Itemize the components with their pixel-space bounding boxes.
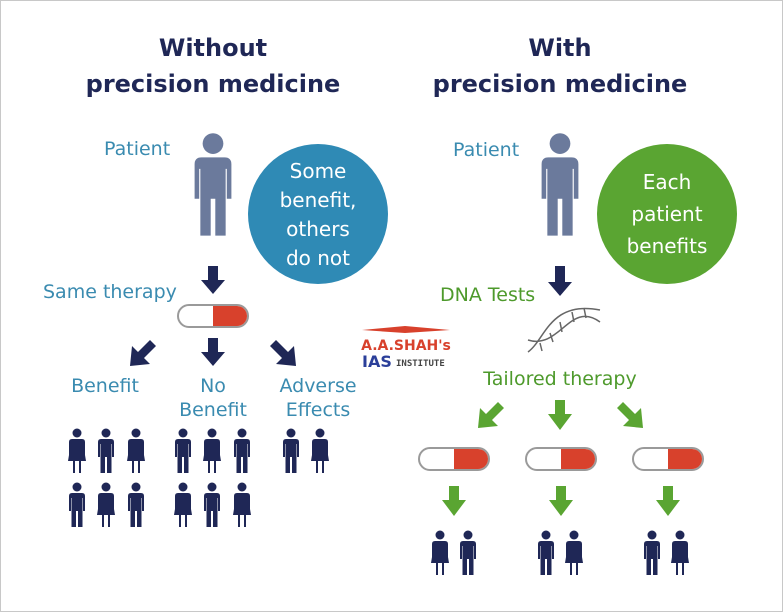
arrow-down-icon — [201, 338, 225, 366]
right-people-groups — [431, 530, 689, 575]
man-icon — [175, 428, 191, 473]
left-circle-line: do not — [286, 246, 350, 270]
man-icon — [644, 530, 660, 575]
right-outcome-circle — [597, 144, 737, 284]
left-outcome-circle — [248, 144, 388, 284]
left-circle-line: Some — [290, 159, 347, 183]
outcome-adverse-label: Effects — [286, 399, 351, 421]
outcome-benefit-label: Benefit — [71, 375, 139, 397]
arrow-down-icon — [201, 266, 225, 294]
logo-roof-icon — [362, 326, 450, 333]
left-patient-icon — [194, 133, 232, 236]
right-patient-icon — [541, 133, 579, 236]
same-therapy-label: Same therapy — [43, 281, 177, 303]
woman-icon — [68, 428, 86, 473]
man-icon — [128, 482, 144, 527]
dna-tests-label: DNA Tests — [440, 284, 535, 306]
left-circle-line: benefit, — [280, 188, 357, 212]
arrow-down-left-icon — [478, 402, 504, 428]
man-icon — [234, 428, 250, 473]
right-circle-line: patient — [631, 202, 702, 226]
right-circle-line: Each — [643, 170, 692, 194]
woman-icon — [233, 482, 251, 527]
pill-icon — [525, 447, 597, 471]
left-people-groups — [68, 428, 329, 527]
man-icon — [98, 428, 114, 473]
arrow-down-left-icon — [130, 340, 156, 366]
outcome-no-benefit-label: Benefit — [179, 399, 247, 421]
logo-institute: INSTITUTE — [396, 359, 445, 369]
woman-icon — [97, 482, 115, 527]
man-icon — [460, 530, 476, 575]
woman-icon — [431, 530, 449, 575]
woman-icon — [174, 482, 192, 527]
right-circle-line: benefits — [627, 234, 708, 258]
pill-icon — [418, 447, 490, 471]
right-title-line1: With — [528, 34, 591, 62]
dna-helix-icon — [527, 307, 601, 353]
logo-line1: A.A.SHAH's — [361, 338, 451, 354]
pill-icon — [177, 304, 249, 328]
man-icon — [69, 482, 85, 527]
woman-icon — [127, 428, 145, 473]
arrow-down-icon — [549, 486, 573, 516]
man-icon — [283, 428, 299, 473]
institute-logo: A.A.SHAH's IAS INSTITUTE — [361, 326, 451, 371]
man-icon — [538, 530, 554, 575]
woman-icon — [311, 428, 329, 473]
outcome-adverse-label: Adverse — [279, 375, 356, 397]
right-patient-label: Patient — [453, 139, 519, 161]
arrow-down-right-icon — [270, 340, 296, 366]
outcome-no-benefit-label: No — [200, 375, 226, 397]
right-title-line2: precision medicine — [433, 70, 688, 98]
left-patient-label: Patient — [104, 138, 170, 160]
arrow-down-right-icon — [617, 402, 643, 428]
man-icon — [204, 482, 220, 527]
arrow-down-icon — [548, 400, 572, 430]
arrow-down-icon — [442, 486, 466, 516]
woman-icon — [203, 428, 221, 473]
left-title-line1: Without — [159, 34, 267, 62]
left-title-line2: precision medicine — [86, 70, 341, 98]
arrow-down-icon — [548, 266, 572, 296]
arrow-down-icon — [656, 486, 680, 516]
woman-icon — [565, 530, 583, 575]
tailored-therapy-label: Tailored therapy — [482, 368, 636, 390]
left-circle-line: others — [286, 217, 350, 241]
pill-icon — [632, 447, 704, 471]
woman-icon — [671, 530, 689, 575]
logo-ias: IAS — [362, 352, 392, 371]
